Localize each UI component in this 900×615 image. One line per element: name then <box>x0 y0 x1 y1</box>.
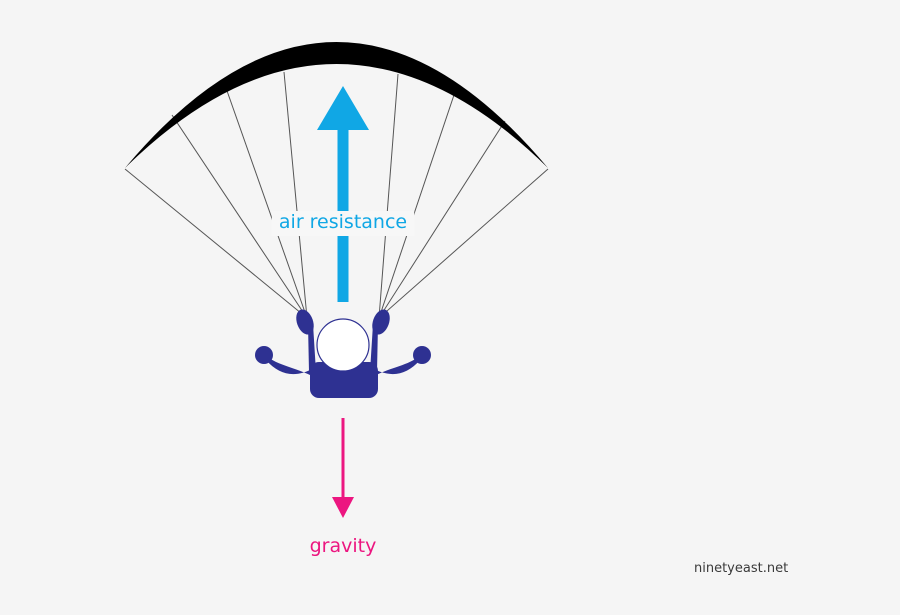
watermark-credit: ninetyeast.net <box>694 561 788 576</box>
gravity-arrow-head <box>332 497 354 518</box>
suspension-line-7 <box>378 120 506 319</box>
head <box>316 318 370 372</box>
suspension-line-1 <box>124 168 308 319</box>
gravity-label: gravity <box>310 535 377 557</box>
suspension-line-2 <box>171 114 308 319</box>
left-hand <box>255 346 273 364</box>
gravity-arrow-shaft <box>341 418 345 500</box>
suspension-line-6 <box>378 91 456 319</box>
right-riser-strap <box>370 324 378 372</box>
suspension-lines <box>124 71 549 319</box>
suspension-line-3 <box>225 87 308 319</box>
left-arm <box>262 352 316 378</box>
gravity-arrow-icon <box>332 418 354 518</box>
skydiver-figure <box>255 309 431 398</box>
air-resistance-arrow-head <box>317 86 369 130</box>
left-riser-strap <box>308 324 316 372</box>
torso-harness <box>310 362 378 398</box>
air-resistance-label-halo <box>271 211 415 236</box>
right-hand <box>413 346 431 364</box>
suspension-line-5 <box>378 73 399 319</box>
suspension-line-4 <box>283 71 308 319</box>
air-resistance-label-group: air resistance <box>271 211 415 236</box>
right-shoulder-pad <box>372 309 390 335</box>
left-shoulder-pad <box>296 309 314 335</box>
right-arm <box>370 352 424 378</box>
air-resistance-label: air resistance <box>279 211 407 233</box>
suspension-line-8 <box>378 168 549 319</box>
parachute-canopy-icon <box>125 42 548 168</box>
